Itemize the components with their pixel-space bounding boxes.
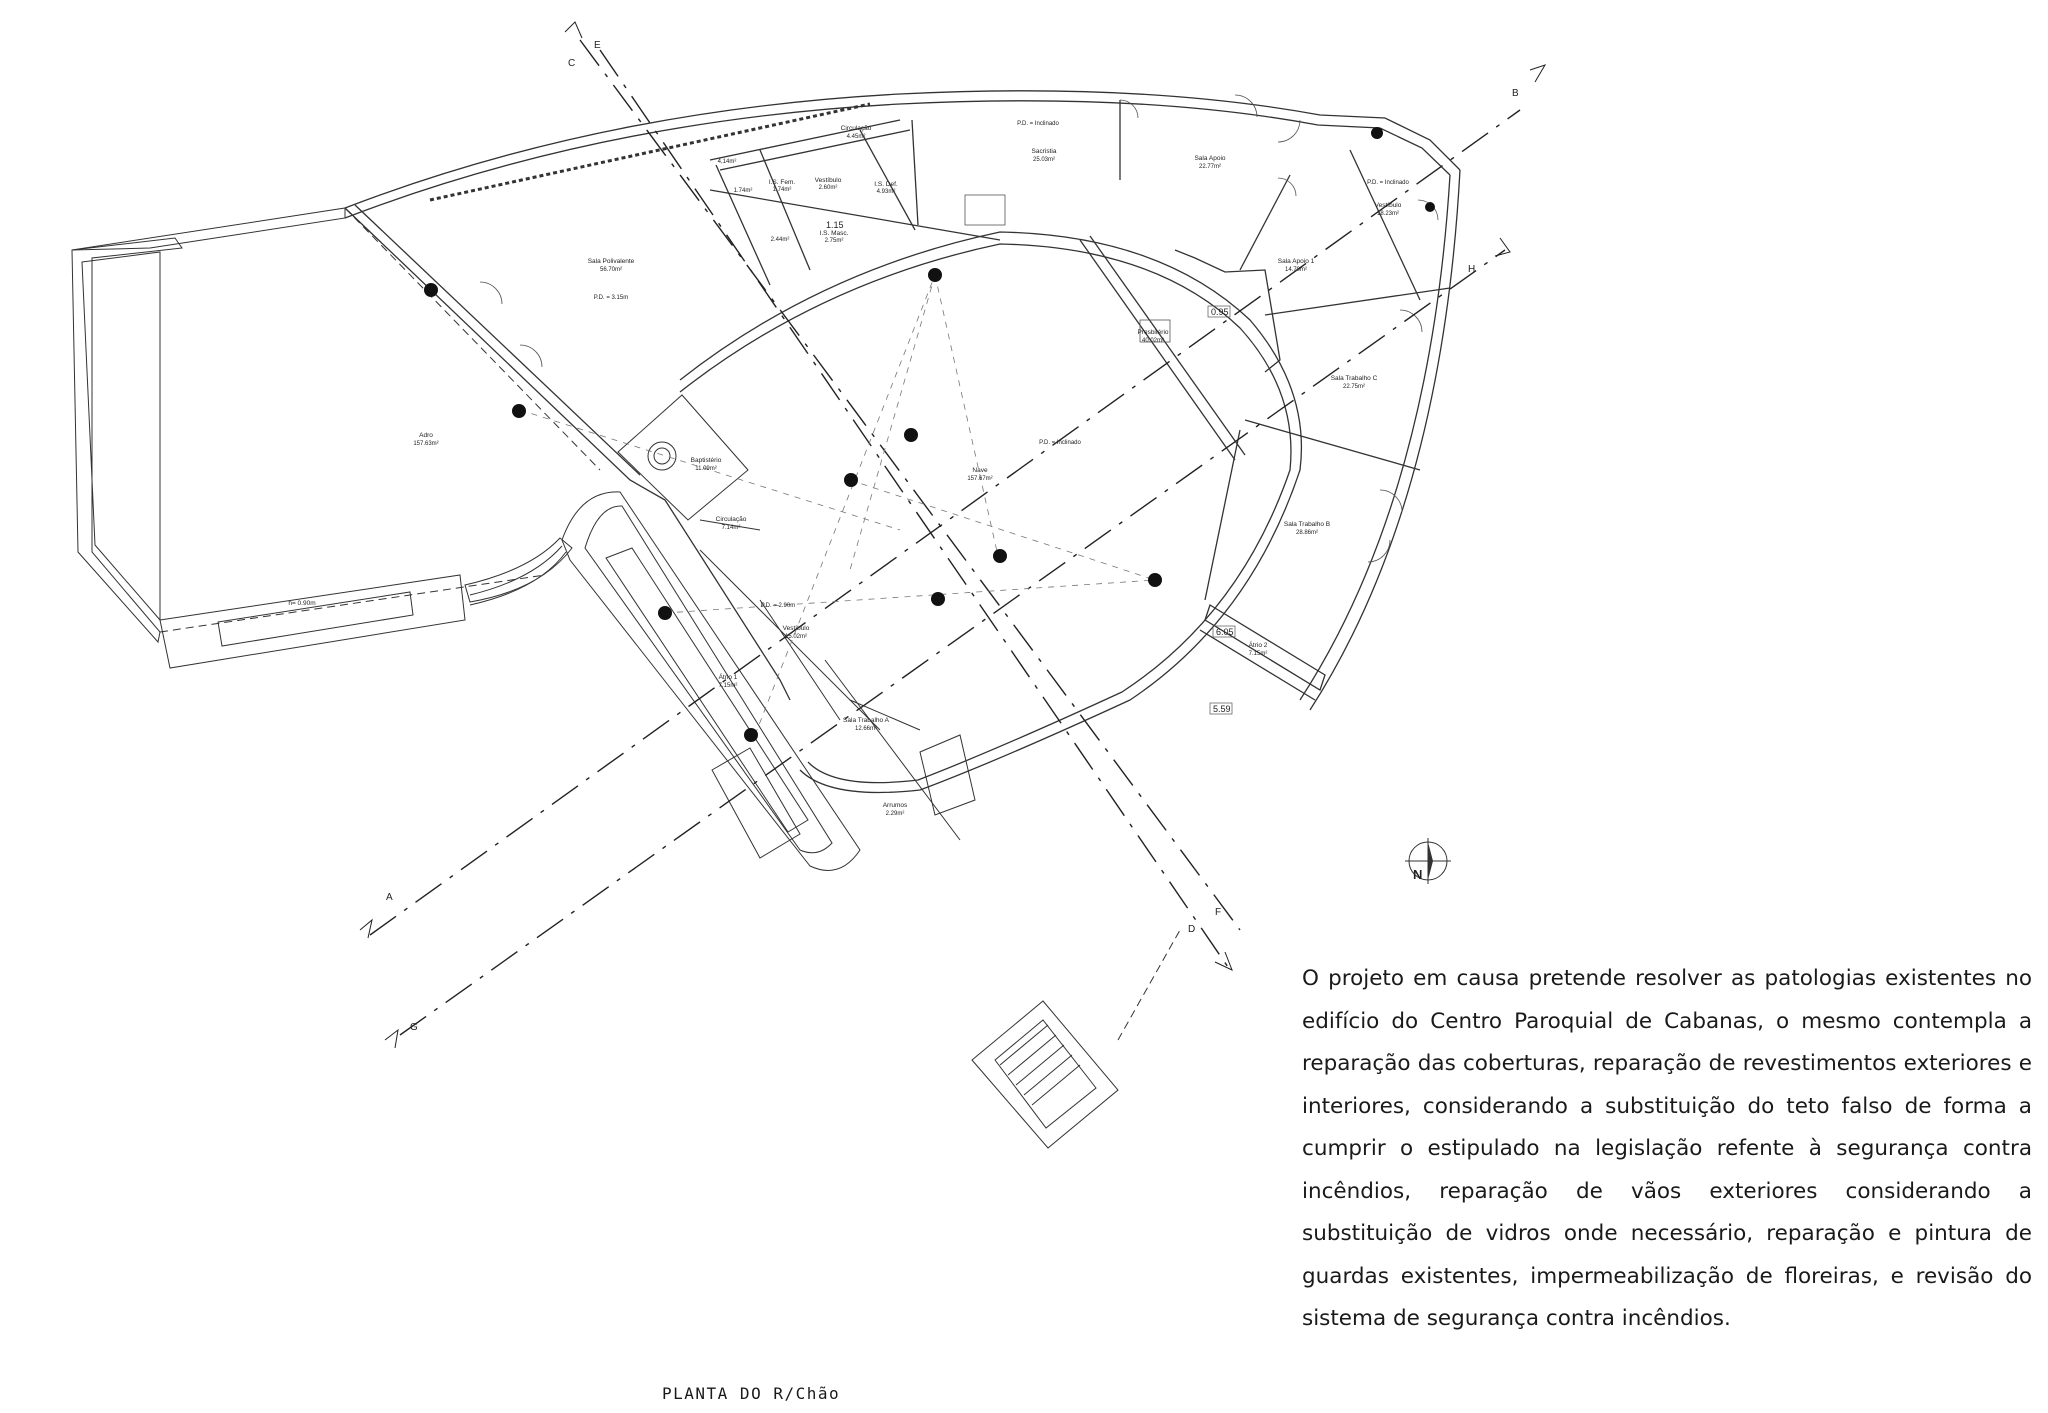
adro-courtyard: [71, 207, 601, 669]
area-mark: 4,14m²: [718, 159, 737, 165]
building-outline: [344, 90, 1461, 794]
level-mark: 1.15: [826, 220, 844, 230]
room-area: 14.70m²: [1285, 267, 1307, 273]
room-name: Átrio 1: [719, 672, 738, 681]
room-area: 12.66m²: [855, 726, 877, 732]
section-mark-a: A: [386, 892, 393, 903]
level-mark: 5.59: [1213, 704, 1231, 714]
area-mark: 1.74m²: [734, 188, 753, 194]
section-letters: B C E A G H F D: [386, 40, 1519, 1033]
section-mark-d: D: [1188, 924, 1195, 935]
room-area: 40.02m²: [1142, 338, 1164, 344]
section-arrows: [359, 21, 1547, 1049]
room-area: 22.77m²: [1199, 164, 1221, 170]
section-mark-c: C: [568, 58, 575, 69]
section-mark-f: F: [1215, 907, 1221, 918]
north-compass: N: [1405, 838, 1451, 884]
room-name: Vestíbulo: [1375, 202, 1402, 209]
room-area: 25.03m²: [1033, 157, 1055, 163]
level-marks: 4,14m² 1.74m² 2.44m² 1.15 0.95 6.05 5.59…: [288, 159, 1236, 715]
room-name: Circulação: [716, 516, 747, 523]
room-note: P.D. = Inclinado: [1367, 180, 1409, 186]
room-name: I.S. Masc.: [820, 230, 849, 237]
room-name: I.S. Fem.: [769, 179, 796, 186]
room-note: P.D. = Inclinado: [1017, 121, 1059, 127]
room-area: 18.23m²: [1377, 211, 1399, 217]
room-area: 2.75m²: [825, 238, 844, 244]
room-name: Circulação: [841, 125, 872, 132]
room-area: 7.14m²: [722, 525, 741, 531]
room-name: Adro: [419, 432, 433, 439]
room-name: Sala Apoio 1: [1278, 258, 1315, 265]
room-name: Sala Apoio: [1194, 155, 1225, 162]
room-name: Vestíbulo: [815, 177, 842, 184]
room-area: 56.70m²: [600, 267, 622, 273]
grid-construction-lines: [519, 274, 1156, 736]
room-note: P.D. = 2.90m: [761, 603, 795, 609]
plan-title: PLANTA DO R/Chão: [662, 1384, 841, 1403]
structural-columns: [424, 127, 1435, 742]
compass-north-label: N: [1413, 867, 1422, 882]
project-description: O projeto em causa pretende resolver as …: [1302, 966, 2032, 1331]
room-area: 2.29m²: [886, 811, 905, 817]
room-area: 157.63m²: [413, 441, 438, 447]
level-mark: 0.95: [1211, 307, 1229, 317]
area-mark: 2.44m²: [771, 237, 790, 243]
room-area: 4.45m²: [847, 134, 866, 140]
room-name: Baptistério: [691, 457, 722, 464]
room-name: Sacristia: [1032, 148, 1057, 155]
room-name: I.S. Def.: [874, 181, 898, 188]
room-name: Nave: [972, 467, 988, 474]
room-area: 22.75m²: [1343, 384, 1365, 390]
stair-tower: [971, 929, 1181, 1149]
section-mark-b: B: [1512, 88, 1519, 99]
room-area: 11.09m²: [695, 466, 717, 472]
room-labels: Adro 157.63m² Sala Polivalente 56.70m² P…: [413, 121, 1409, 817]
room-name: Arrumos: [883, 802, 908, 809]
room-note: P.D. = 3.15m: [594, 295, 628, 301]
level-mark: 6.05: [1216, 627, 1234, 637]
room-name: Sala Trabalho B: [1284, 521, 1330, 528]
room-area: 2.60m²: [819, 185, 838, 191]
section-mark-g: G: [410, 1022, 418, 1033]
room-area: 157.67m²: [967, 476, 992, 482]
ramp-height-mark: h= 0.90m: [288, 600, 315, 607]
room-name: Presbitério: [1137, 329, 1168, 336]
doors-and-windows: [479, 94, 1439, 563]
room-area: 15.02m²: [785, 634, 807, 640]
section-mark-e: E: [594, 40, 601, 51]
room-note: P.D. = Inclinado: [1039, 440, 1081, 446]
baptisterio-and-atrium: [561, 394, 976, 871]
room-name: Sala Trabalho C: [1331, 375, 1378, 382]
room-area: 28.86m²: [1296, 530, 1318, 536]
room-area: 1.74m²: [773, 187, 792, 193]
section-mark-h: H: [1468, 264, 1475, 275]
room-name: Sala Polivalente: [588, 258, 635, 265]
room-area: 7.15m²: [1249, 651, 1268, 657]
room-name: Átrio 2: [1249, 640, 1268, 649]
section-lines: [369, 39, 1521, 1036]
room-area: 4.93m²: [877, 189, 896, 195]
room-name: Sala Trabalho A: [843, 717, 890, 724]
room-area: 7.15m²: [719, 683, 738, 689]
room-name: Vestíbulo: [783, 625, 810, 632]
